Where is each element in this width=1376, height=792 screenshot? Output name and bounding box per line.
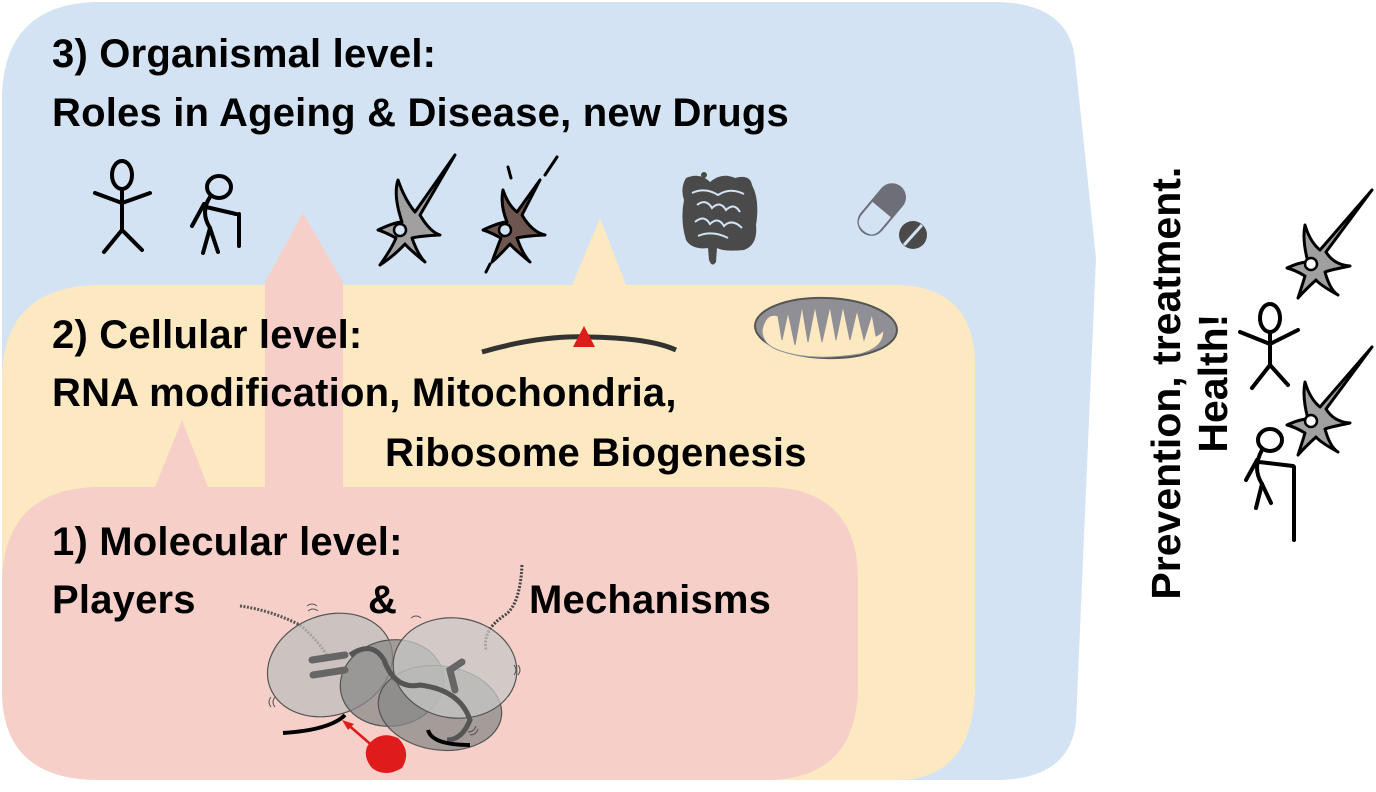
elderly-figure-icon	[190, 174, 241, 255]
organismal-title: 3) Organismal level:	[52, 32, 437, 76]
intestine-icon	[682, 172, 758, 265]
healthy-person-icon	[1238, 302, 1300, 390]
healthy-neuron-icon	[376, 153, 457, 267]
outcome-line1: Prevention, treatment.	[1142, 166, 1189, 600]
outcome-text: Prevention, treatment. Health!	[1143, 133, 1237, 633]
molecular-title: 1) Molecular level:	[52, 520, 403, 564]
molecular-ampersand: &	[368, 578, 398, 622]
cellular-line2: Ribosome Biogenesis	[385, 431, 807, 475]
cellular-line1: RNA modification, Mitochondria,	[52, 371, 677, 415]
molecular-word-right: Mechanisms	[529, 578, 772, 622]
healthy-elderly-icon	[1244, 427, 1296, 542]
healthy-neuron-icon-right	[1285, 188, 1374, 300]
ribosome-icon	[239, 564, 524, 773]
organismal-subtitle: Roles in Ageing & Disease, new Drugs	[52, 91, 790, 135]
pill-capsule-icon	[857, 183, 927, 249]
healthy-neuron-icon-right-2	[1285, 345, 1374, 457]
rna-modification-icon	[481, 326, 678, 355]
stick-figure-icon	[93, 159, 152, 254]
outcome-line2: Health!	[1190, 313, 1236, 453]
mitochondrion-icon	[754, 296, 898, 360]
damaged-neuron-icon	[481, 155, 559, 274]
molecular-word-left: Players	[52, 578, 196, 622]
cellular-title: 2) Cellular level:	[52, 313, 363, 357]
molecular-panel	[2, 213, 858, 780]
